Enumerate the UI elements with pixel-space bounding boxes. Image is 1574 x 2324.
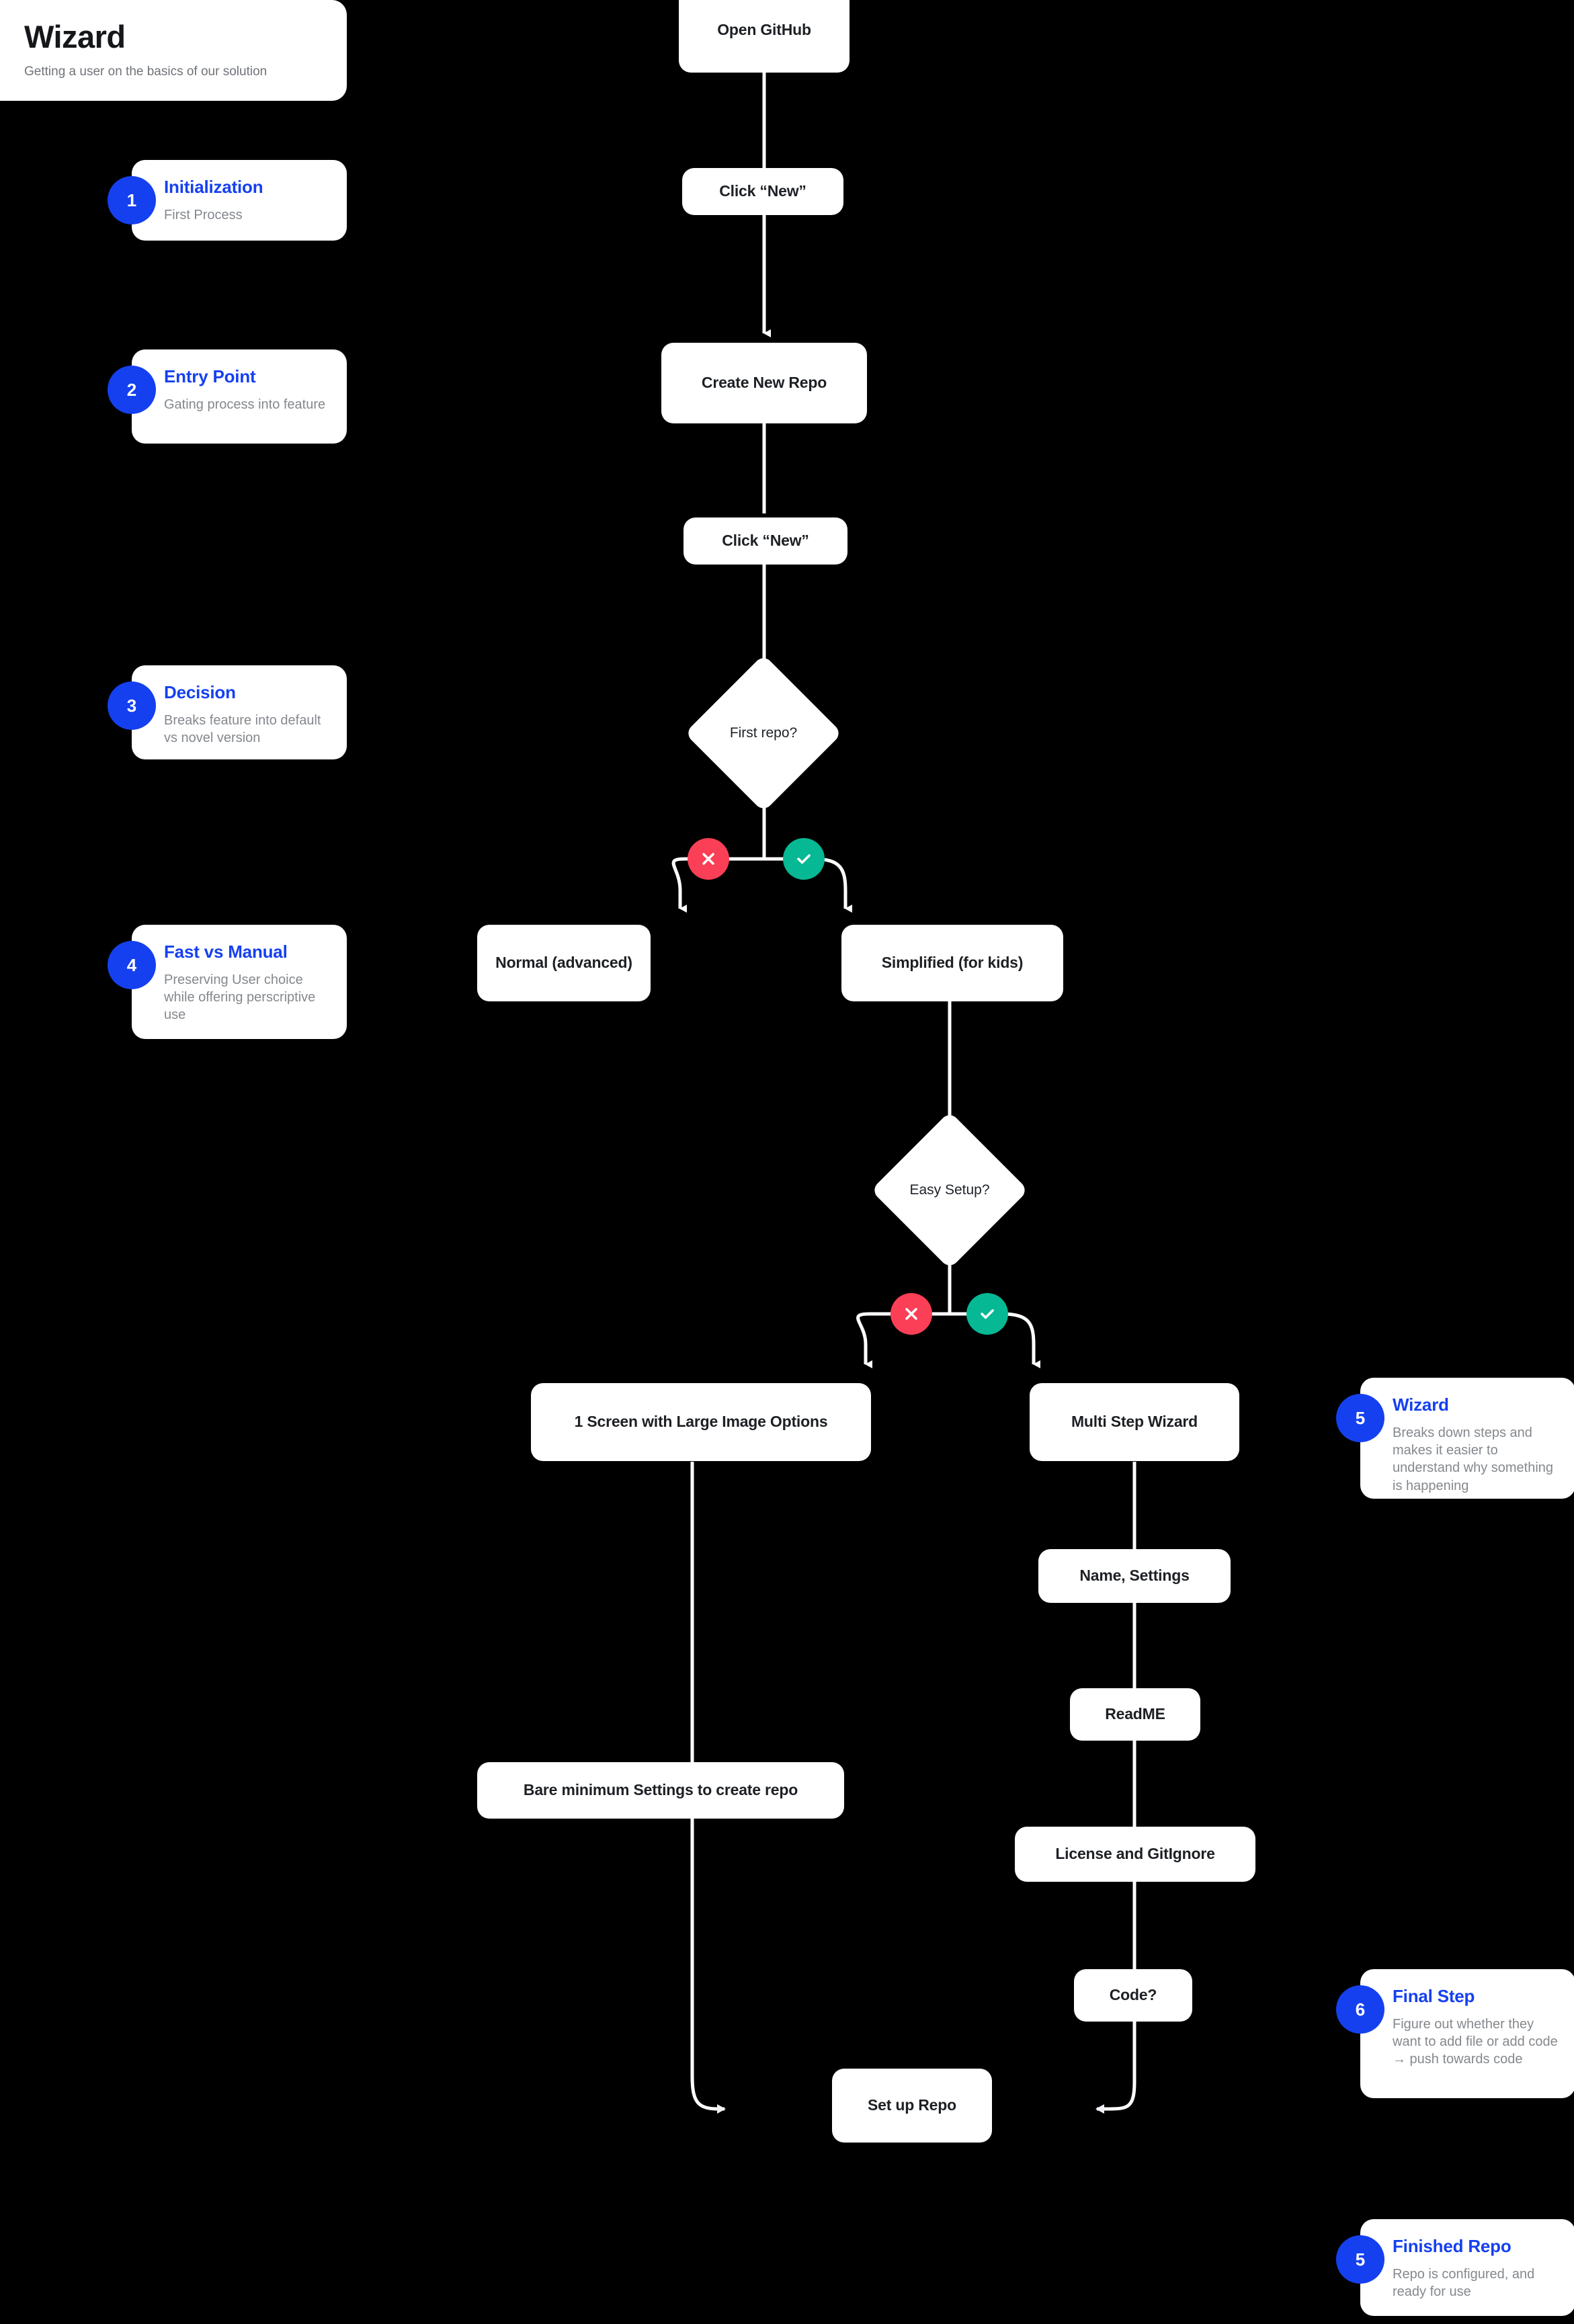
decision-easy-setup[interactable]: Easy Setup? bbox=[870, 1111, 1029, 1270]
note-description: Preserving User choice while offering pe… bbox=[164, 972, 316, 1023]
branch-badge-yes[interactable] bbox=[966, 1293, 1008, 1335]
note-card-final-step[interactable]: 6 Final Step Figure out whether they wan… bbox=[1336, 1969, 1574, 2098]
node-name-settings[interactable]: Name, Settings bbox=[1038, 1549, 1231, 1603]
node-label: ReadME bbox=[1105, 1705, 1165, 1723]
node-create-new-repo[interactable]: Create New Repo bbox=[661, 343, 867, 423]
branch-badge-yes[interactable] bbox=[783, 838, 825, 880]
node-label: Bare minimum Settings to create repo bbox=[523, 1781, 798, 1799]
note-card-entry-point[interactable]: 2 Entry Point Gating process into featur… bbox=[108, 349, 347, 444]
edge-firstrepo-no bbox=[671, 857, 687, 913]
note-description: Figure out whether they want to add file… bbox=[1393, 2016, 1558, 2067]
node-simplified-for-kids[interactable]: Simplified (for kids) bbox=[841, 925, 1063, 1001]
note-badge-number: 1 bbox=[108, 176, 156, 224]
note-badge-number: 3 bbox=[108, 681, 156, 730]
decision-first-repo[interactable]: First repo? bbox=[684, 654, 843, 813]
note-description: Repo is configured, and ready for use bbox=[1393, 2266, 1535, 2299]
node-license-and-gitignore[interactable]: License and GitIgnore bbox=[1015, 1827, 1255, 1882]
note-title: Wizard bbox=[1393, 1395, 1449, 1415]
node-bare-minimum-settings[interactable]: Bare minimum Settings to create repo bbox=[477, 1762, 844, 1819]
node-click-new-2[interactable]: Click “New” bbox=[684, 517, 847, 565]
node-set-up-repo[interactable]: Set up Repo bbox=[832, 2069, 992, 2143]
edge-easysetup-no bbox=[856, 1312, 872, 1368]
node-label: Multi Step Wizard bbox=[1071, 1413, 1198, 1431]
edge-code-to-setup bbox=[1095, 2009, 1136, 2114]
page-title: Wizard bbox=[24, 19, 126, 54]
node-click-new-1[interactable]: Click “New” bbox=[682, 168, 843, 215]
page-subtitle: Getting a user on the basics of our solu… bbox=[24, 65, 267, 79]
node-code[interactable]: Code? bbox=[1074, 1969, 1192, 2022]
node-label: 1 Screen with Large Image Options bbox=[574, 1413, 828, 1431]
x-icon bbox=[905, 1308, 917, 1320]
note-card-finished-repo[interactable]: 5 Finished Repo Repo is configured, and … bbox=[1336, 2219, 1574, 2316]
note-card-initialization[interactable]: 1 Initialization First Process bbox=[108, 160, 347, 241]
note-badge-number: 6 bbox=[1336, 1985, 1384, 2034]
node-label: Create New Repo bbox=[701, 374, 827, 392]
note-badge-number: 2 bbox=[108, 366, 156, 414]
decision-label: First repo? bbox=[729, 725, 798, 741]
note-description: Gating process into feature bbox=[164, 397, 326, 412]
note-title: Finished Repo bbox=[1393, 2236, 1511, 2256]
node-label: Click “New” bbox=[722, 532, 809, 550]
node-label: Simplified (for kids) bbox=[881, 954, 1024, 972]
note-badge-number: 5 bbox=[1336, 1394, 1384, 1442]
note-title: Entry Point bbox=[164, 366, 256, 386]
node-readme[interactable]: ReadME bbox=[1070, 1688, 1200, 1741]
note-card-decision[interactable]: 3 Decision Breaks feature into default v… bbox=[108, 665, 347, 759]
node-label: License and GitIgnore bbox=[1055, 1845, 1215, 1863]
check-icon bbox=[981, 1309, 994, 1319]
branch-badge-no[interactable] bbox=[890, 1293, 932, 1335]
note-title: Fast vs Manual bbox=[164, 942, 288, 962]
node-multi-step-wizard[interactable]: Multi Step Wizard bbox=[1030, 1383, 1239, 1461]
note-title: Initialization bbox=[164, 177, 263, 197]
node-open-github[interactable]: Open GitHub bbox=[679, 0, 850, 73]
note-description: Breaks feature into default vs novel ver… bbox=[164, 712, 321, 745]
note-title: Final Step bbox=[1393, 1986, 1475, 2006]
note-badge-number: 4 bbox=[108, 941, 156, 989]
note-description: Breaks down steps and makes it easier to… bbox=[1393, 1425, 1554, 1493]
x-icon bbox=[702, 853, 714, 865]
note-card-fast-vs-manual[interactable]: 4 Fast vs Manual Preserving User choice … bbox=[108, 925, 347, 1039]
header-card: Wizard Getting a user on the basics of o… bbox=[0, 0, 347, 101]
node-one-screen-large-image-options[interactable]: 1 Screen with Large Image Options bbox=[531, 1383, 871, 1461]
note-badge-number: 5 bbox=[1336, 2235, 1384, 2284]
check-icon bbox=[797, 854, 811, 864]
branch-badge-no[interactable] bbox=[688, 838, 729, 880]
node-label: Code? bbox=[1109, 1986, 1157, 2004]
node-label: Set up Repo bbox=[868, 2096, 956, 2114]
node-label: Normal (advanced) bbox=[495, 954, 632, 972]
node-normal-advanced[interactable]: Normal (advanced) bbox=[477, 925, 651, 1001]
note-description: First Process bbox=[164, 207, 243, 222]
node-label: Open GitHub bbox=[717, 21, 811, 39]
decision-label: Easy Setup? bbox=[909, 1182, 990, 1198]
note-title: Decision bbox=[164, 682, 236, 702]
note-card-wizard[interactable]: 5 Wizard Breaks down steps and makes it … bbox=[1336, 1378, 1574, 1499]
node-label: Name, Settings bbox=[1079, 1567, 1190, 1585]
node-label: Click “New” bbox=[719, 182, 806, 200]
